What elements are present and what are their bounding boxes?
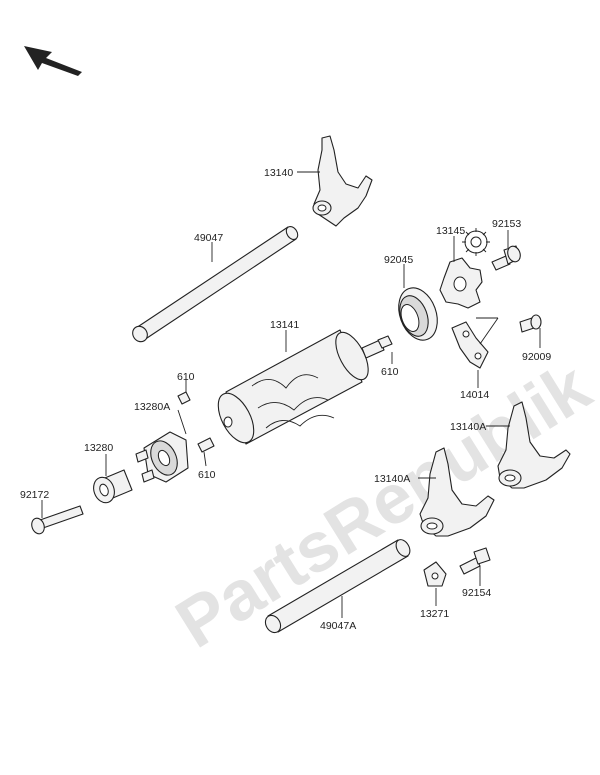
label-49047A: 49047A: [320, 620, 356, 632]
label-13141: 13141: [270, 319, 299, 331]
bearing-92045: [398, 287, 438, 341]
label-610-a: 610: [177, 371, 195, 383]
stopper-cam-13145: [439, 228, 490, 309]
label-92045: 92045: [384, 254, 413, 266]
label-13280: 13280: [84, 442, 113, 454]
label-13140A-1: 13140A: [374, 473, 410, 485]
shift-fork-13140A-1: [419, 447, 495, 537]
bolt-92154: [459, 547, 491, 575]
label-13140: 13140: [264, 167, 293, 179]
label-92153: 92153: [492, 218, 521, 230]
label-14014: 14014: [460, 389, 489, 401]
label-13140A-2: 13140A: [450, 421, 486, 433]
gear-icon: [462, 228, 490, 256]
bolt-92153: [491, 245, 521, 271]
label-610-b: 610: [381, 366, 399, 378]
label-13145: 13145: [436, 225, 465, 237]
pin-610-a: [177, 391, 191, 405]
label-13271: 13271: [420, 608, 449, 620]
shift-fork-13140: [312, 135, 373, 227]
label-92172: 92172: [20, 489, 49, 501]
screw-92009: [519, 314, 542, 333]
shift-rod-49047A: [264, 539, 411, 634]
leader-lines: [41, 171, 541, 618]
pin-plate-13280A: [135, 431, 189, 483]
guide-13271: [423, 561, 447, 587]
bolt-92172: [31, 505, 84, 535]
label-49047: 49047: [194, 232, 223, 244]
label-13280A: 13280A: [134, 401, 170, 413]
direction-arrow-icon: [24, 46, 82, 76]
label-92009: 92009: [522, 351, 551, 363]
plate-14014: [451, 321, 489, 369]
shift-drum-13141: [217, 329, 385, 445]
pin-610-b: [377, 335, 393, 349]
spacer-13280: [93, 469, 133, 504]
label-92154: 92154: [462, 587, 491, 599]
label-610-c: 610: [198, 469, 216, 481]
shift-rod-49047: [132, 226, 299, 343]
shift-fork-13140A-2: [497, 401, 571, 489]
pin-610-c: [197, 437, 215, 453]
